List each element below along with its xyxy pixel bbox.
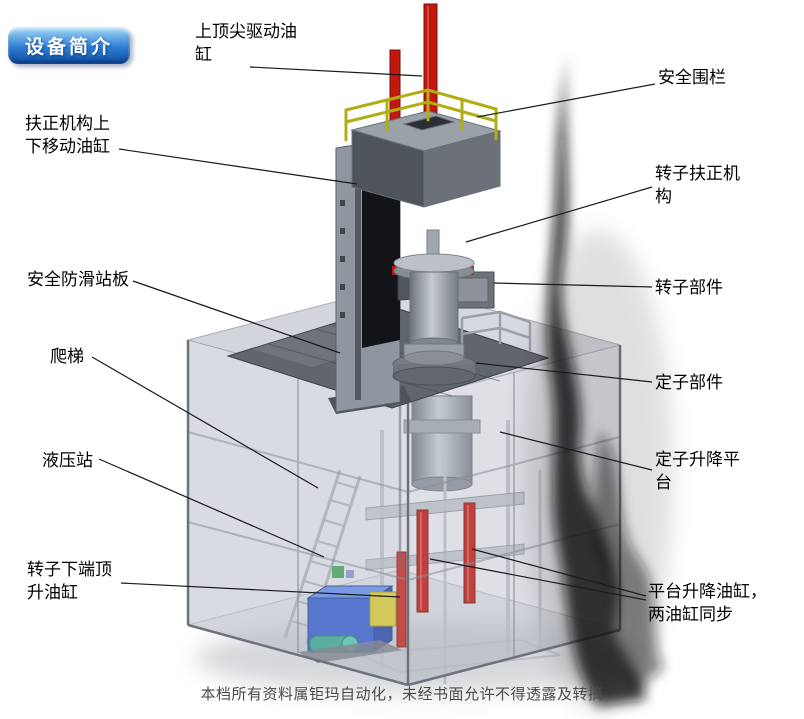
leader-platform-cyl-2 — [429, 558, 647, 601]
leader-anti-slip-platform — [132, 280, 341, 354]
leader-hydraulic-station — [98, 458, 325, 558]
platform-lift-cylinders-graphic — [396, 502, 476, 648]
callout-anti-slip-platform: 安全防滑站板 — [27, 270, 129, 289]
callout-stator-lift-platform: 定子升降平台 — [655, 450, 740, 492]
leader-rotor-component — [493, 282, 653, 288]
callout-ladder: 爬梯 — [50, 347, 84, 366]
platform-guide-frame — [460, 310, 532, 352]
callout-stator-component: 定子部件 — [655, 373, 723, 392]
leader-rotor-bottom-jack — [120, 582, 401, 598]
leader-safety-fence — [476, 83, 656, 118]
footer-disclaimer: 本档所有资料属钜玛自动化，未经书面允许不得透露及转摘 — [200, 686, 604, 703]
rotor-assembly — [392, 229, 495, 366]
leader-rotor-centering — [465, 186, 653, 243]
callout-rotor-bottom-jack: 转子下端顶升油缸 — [27, 560, 112, 602]
callout-platform-lift-cylinders: 平台升降油缸，两油缸同步 — [648, 582, 767, 624]
callout-hydraulic-station: 液压站 — [42, 451, 93, 470]
safety-fence-railing — [344, 88, 498, 142]
leader-ladder — [91, 356, 319, 489]
callout-rotor-component: 转子部件 — [655, 278, 723, 297]
head-box — [350, 110, 502, 208]
section-badge: 设备简介 — [8, 27, 130, 64]
leader-top-drive-cylinder — [249, 66, 423, 77]
callout-centering-lift-cylinder: 扶正机构上下移动油缸 — [25, 114, 110, 156]
callout-safety-fence: 安全围栏 — [658, 68, 726, 87]
leader-centering-lift-cylinder — [118, 148, 358, 185]
leader-stator-component — [475, 362, 653, 383]
smoke-artifact — [523, 52, 673, 710]
hydraulic-station-graphic — [298, 566, 402, 663]
main-column — [328, 137, 412, 414]
callout-top-drive-cylinder: 上顶尖驱动油缸 — [195, 22, 297, 64]
leader-lines — [91, 66, 656, 601]
callout-rotor-centering: 转子扶正机构 — [655, 164, 740, 206]
leader-stator-lift-platform — [499, 431, 653, 471]
leader-platform-cyl-1 — [471, 548, 647, 597]
